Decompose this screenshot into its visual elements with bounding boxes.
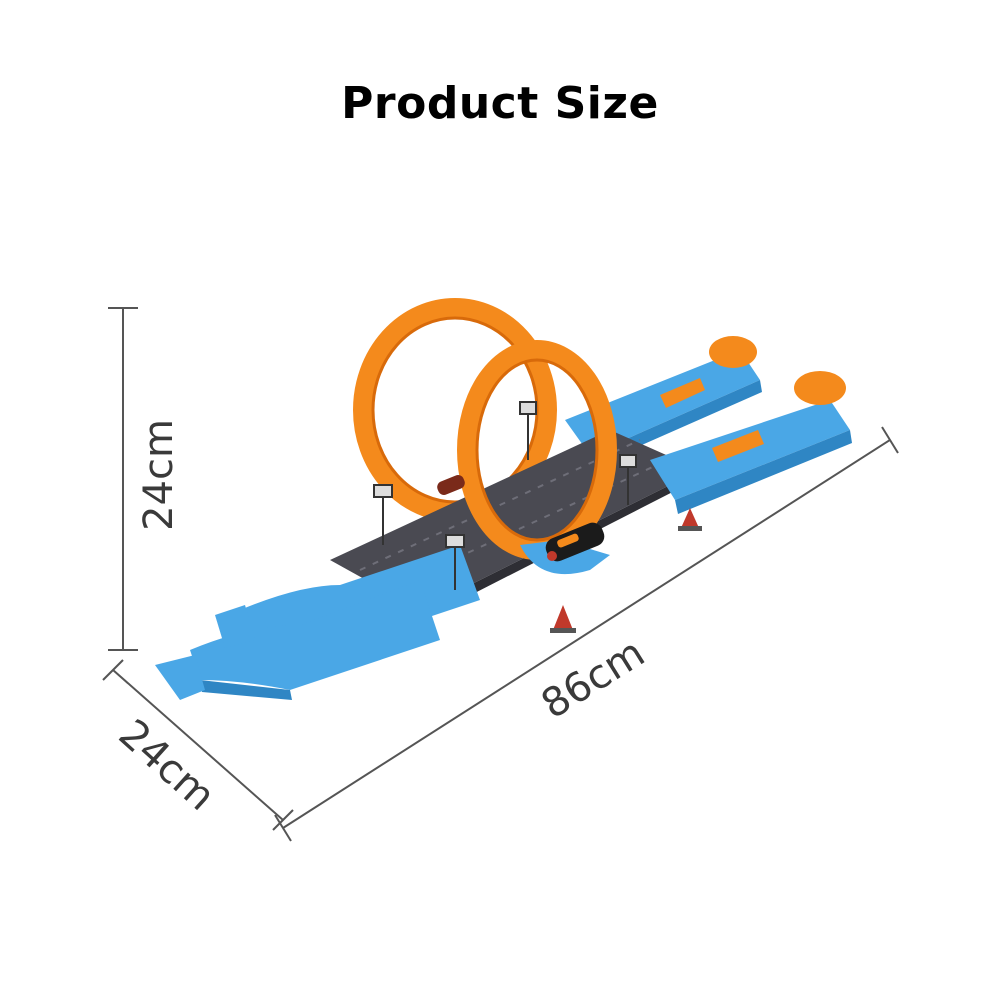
width-dimension <box>102 659 294 831</box>
race-car-back <box>437 475 465 495</box>
length-dimension <box>274 426 899 842</box>
launcher-button-front <box>794 371 846 405</box>
launcher-button-back <box>709 336 757 368</box>
race-car-front <box>545 522 605 562</box>
page-title: Product Size <box>341 78 659 129</box>
height-label: 24cm <box>136 419 182 531</box>
width-label: 24cm <box>110 711 224 820</box>
traffic-cone-1 <box>550 605 576 633</box>
length-label: 86cm <box>533 630 652 728</box>
start-ramps <box>155 545 480 700</box>
flags <box>373 401 637 590</box>
front-track <box>650 371 852 514</box>
height-dimension <box>108 307 138 651</box>
traffic-cone-2 <box>678 508 702 531</box>
